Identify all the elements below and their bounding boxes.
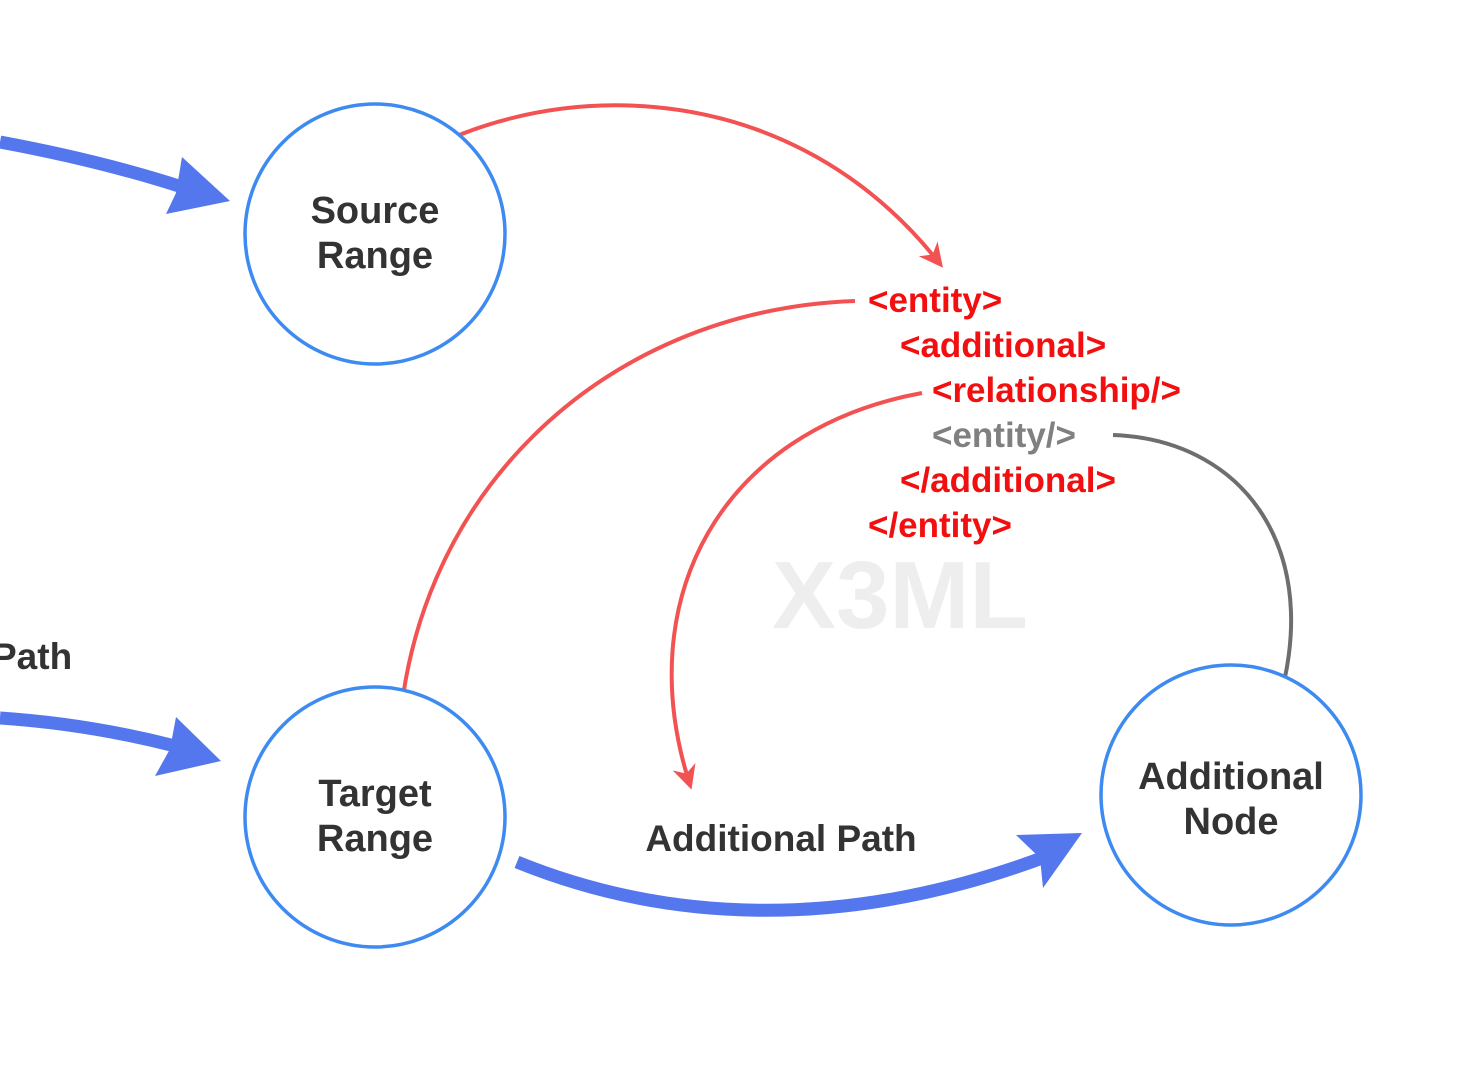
additional-node-label-line1: Additional — [1138, 756, 1324, 798]
source-range-node: Source Range — [243, 102, 507, 366]
target-range-node: Target Range — [243, 685, 507, 949]
x3ml-code-snippet: <entity> <additional> <relationship/> <e… — [868, 281, 1181, 545]
additional-path-arrow — [514, 833, 1082, 917]
code-entity-inner: <entity/> — [932, 416, 1076, 455]
additional-node: Additional Node — [1099, 663, 1363, 927]
code-entity-open: <entity> — [868, 281, 1002, 320]
incoming-path-arrow-bottom — [0, 711, 221, 776]
additional-node-label-line2: Node — [1184, 801, 1279, 843]
partial-path-label: Path — [0, 636, 72, 677]
code-relationship: <relationship/> — [932, 371, 1181, 410]
relationship-to-additional-path-arrow — [669, 391, 923, 790]
additional-path-label: Additional Path — [645, 818, 916, 859]
code-entity-close: </entity> — [868, 506, 1012, 545]
target-range-label-line2: Range — [317, 818, 433, 860]
source-range-label-line1: Source — [311, 190, 440, 232]
code-additional-close: </additional> — [900, 461, 1116, 500]
code-additional-open: <additional> — [900, 326, 1106, 365]
source-range-label-line2: Range — [317, 235, 433, 277]
watermark-text: X3ML — [772, 542, 1028, 649]
target-range-label-line1: Target — [318, 773, 432, 815]
incoming-path-arrow-top — [0, 135, 230, 214]
inner-entity-to-additional-node-arrow — [1112, 433, 1294, 728]
entity-to-target-arrow — [386, 299, 856, 760]
